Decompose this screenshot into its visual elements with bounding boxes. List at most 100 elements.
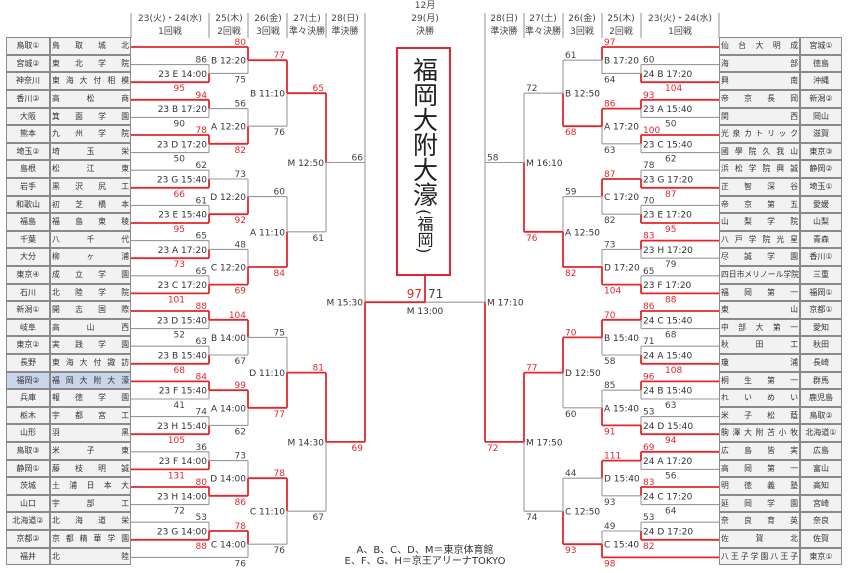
team-prefecture: 東京④: [6, 266, 50, 284]
header-right-round-1: 23(火)・24(水) 1回戦: [642, 13, 718, 39]
team-prefecture: 香川①: [800, 248, 842, 266]
score-bottom: 62: [235, 427, 246, 437]
game-label: 23 D 17:20: [157, 140, 207, 150]
team-school: 正智深谷: [719, 178, 800, 196]
score-top: 53: [196, 513, 207, 523]
team-school: 秋田工: [719, 336, 800, 354]
team-prefecture: 愛媛: [800, 195, 842, 214]
score-top: 111: [604, 452, 621, 462]
score-bottom: 95: [174, 225, 185, 235]
game-label: 24 D 15:40: [643, 422, 693, 432]
score-top: 60: [274, 188, 286, 198]
score-bottom: 84: [274, 269, 286, 279]
team-school: 尽誠学園: [719, 248, 800, 266]
team-school: 明徳義塾: [719, 477, 800, 495]
team-prefecture: 岡山: [800, 107, 842, 126]
team-school: 実践学園: [50, 336, 131, 354]
score-bottom: 82: [604, 216, 615, 226]
team-row: 四日市メリノール学院三重: [719, 266, 842, 285]
team-prefecture: 京都②: [6, 530, 50, 548]
team-prefecture: 福岡②: [6, 371, 50, 390]
score-top: 77: [274, 51, 285, 61]
game-label: 23 D 15:40: [157, 316, 207, 326]
team-row: 興南沖縄: [719, 72, 842, 91]
team-prefecture: 大分: [6, 248, 50, 266]
team-school: 九州学院: [50, 125, 131, 143]
team-row: 八戸学院光星青森: [719, 230, 842, 250]
team-row: 神奈川東海大付相模: [6, 72, 131, 91]
score-bottom: 64: [604, 75, 616, 85]
header-right-round-5: 28(日)準決勝: [485, 13, 523, 39]
team-prefecture: 長崎: [800, 354, 842, 372]
game-label: 23 B 17:20: [158, 105, 208, 115]
team-prefecture: 奈良: [800, 512, 842, 530]
team-school: 成立学園: [50, 266, 131, 284]
team-school: 奈良育英: [719, 512, 800, 530]
team-school: 報徳学園: [50, 389, 131, 407]
team-school: 黒沢尻工: [50, 178, 131, 196]
header-round: 準々決勝: [524, 27, 561, 37]
team-school: 開志国際: [50, 301, 131, 319]
team-row: 尽誠学園香川①: [719, 248, 842, 267]
score-top: 86: [604, 100, 616, 110]
game-label: B 12:20: [211, 57, 246, 67]
score-top: 58: [487, 154, 499, 164]
team-row: 福島福島東稜: [6, 213, 131, 232]
team-prefecture: 沖縄: [800, 72, 842, 90]
team-row: 米子松蔭鳥取②: [719, 406, 842, 426]
final-score-left: 97: [407, 287, 422, 301]
team-school: 宇部工: [50, 494, 131, 513]
score-bottom: 72: [487, 444, 498, 454]
game-label: C 15:40: [604, 541, 639, 551]
team-school: 高松商: [50, 90, 131, 108]
team-prefecture: 埼玉①: [800, 178, 842, 196]
header-round: 1回戦: [668, 27, 692, 37]
game-label: 23 G 15:40: [157, 176, 207, 186]
team-school: 土浦日本大: [50, 477, 131, 495]
team-row: 駒澤大附苫小牧北海道①: [719, 424, 842, 443]
score-top: 66: [352, 154, 364, 164]
header-date: 23(火)・24(水): [648, 14, 712, 24]
team-prefecture: 秋田: [800, 336, 842, 354]
team-row: 大阪箕面学園: [6, 107, 131, 127]
team-prefecture: 茨城: [6, 477, 50, 495]
team-row: 八王子学園八王子東京①: [719, 547, 842, 567]
team-row: 仙台大明成宮城①: [719, 37, 842, 56]
score-bottom: 63: [665, 401, 676, 411]
team-school: 八戸学院光星: [719, 230, 800, 249]
score-top: 59: [565, 188, 577, 198]
header-round: 準決勝: [490, 27, 518, 37]
game-label: 23 G 14:00: [157, 528, 207, 538]
team-school: 駒澤大附苫小牧: [719, 424, 800, 442]
game-label: 23 H 17:20: [643, 246, 693, 256]
team-prefecture: 岩手: [6, 178, 50, 196]
team-prefecture: 北海道①: [800, 424, 842, 442]
team-prefecture: 新潟②: [800, 90, 842, 108]
score-top: 96: [643, 372, 655, 382]
score-top: 53: [643, 408, 654, 418]
game-label: 23 B 15:40: [158, 352, 208, 362]
score-bottom: 58: [604, 357, 616, 367]
score-top: 84: [196, 372, 208, 382]
score-bottom: 64: [665, 507, 677, 517]
game-label: M 16:10: [526, 159, 563, 169]
team-school: 八王子学園八王子: [719, 547, 800, 566]
score-bottom: 76: [235, 559, 247, 569]
score-top: 71: [643, 337, 654, 347]
game-label: A 12:20: [211, 123, 246, 133]
score-bottom: 66: [174, 190, 186, 200]
score-bottom: 82: [235, 146, 246, 156]
team-prefecture: 徳島: [800, 54, 842, 73]
team-prefecture: 宮城①: [800, 37, 842, 55]
header-left-round-5: 28(日)準決勝: [326, 13, 364, 39]
score-bottom: 131: [168, 471, 185, 481]
team-row: 明徳義塾高知: [719, 477, 842, 496]
team-prefecture: 和歌山: [6, 195, 50, 214]
team-school: 北海道栄: [50, 512, 131, 530]
game-label: M 12:50: [287, 159, 324, 169]
game-label: 23 E 15:40: [158, 211, 207, 221]
game-label: C 11:10: [250, 508, 285, 518]
score-bottom: 50: [665, 119, 677, 129]
